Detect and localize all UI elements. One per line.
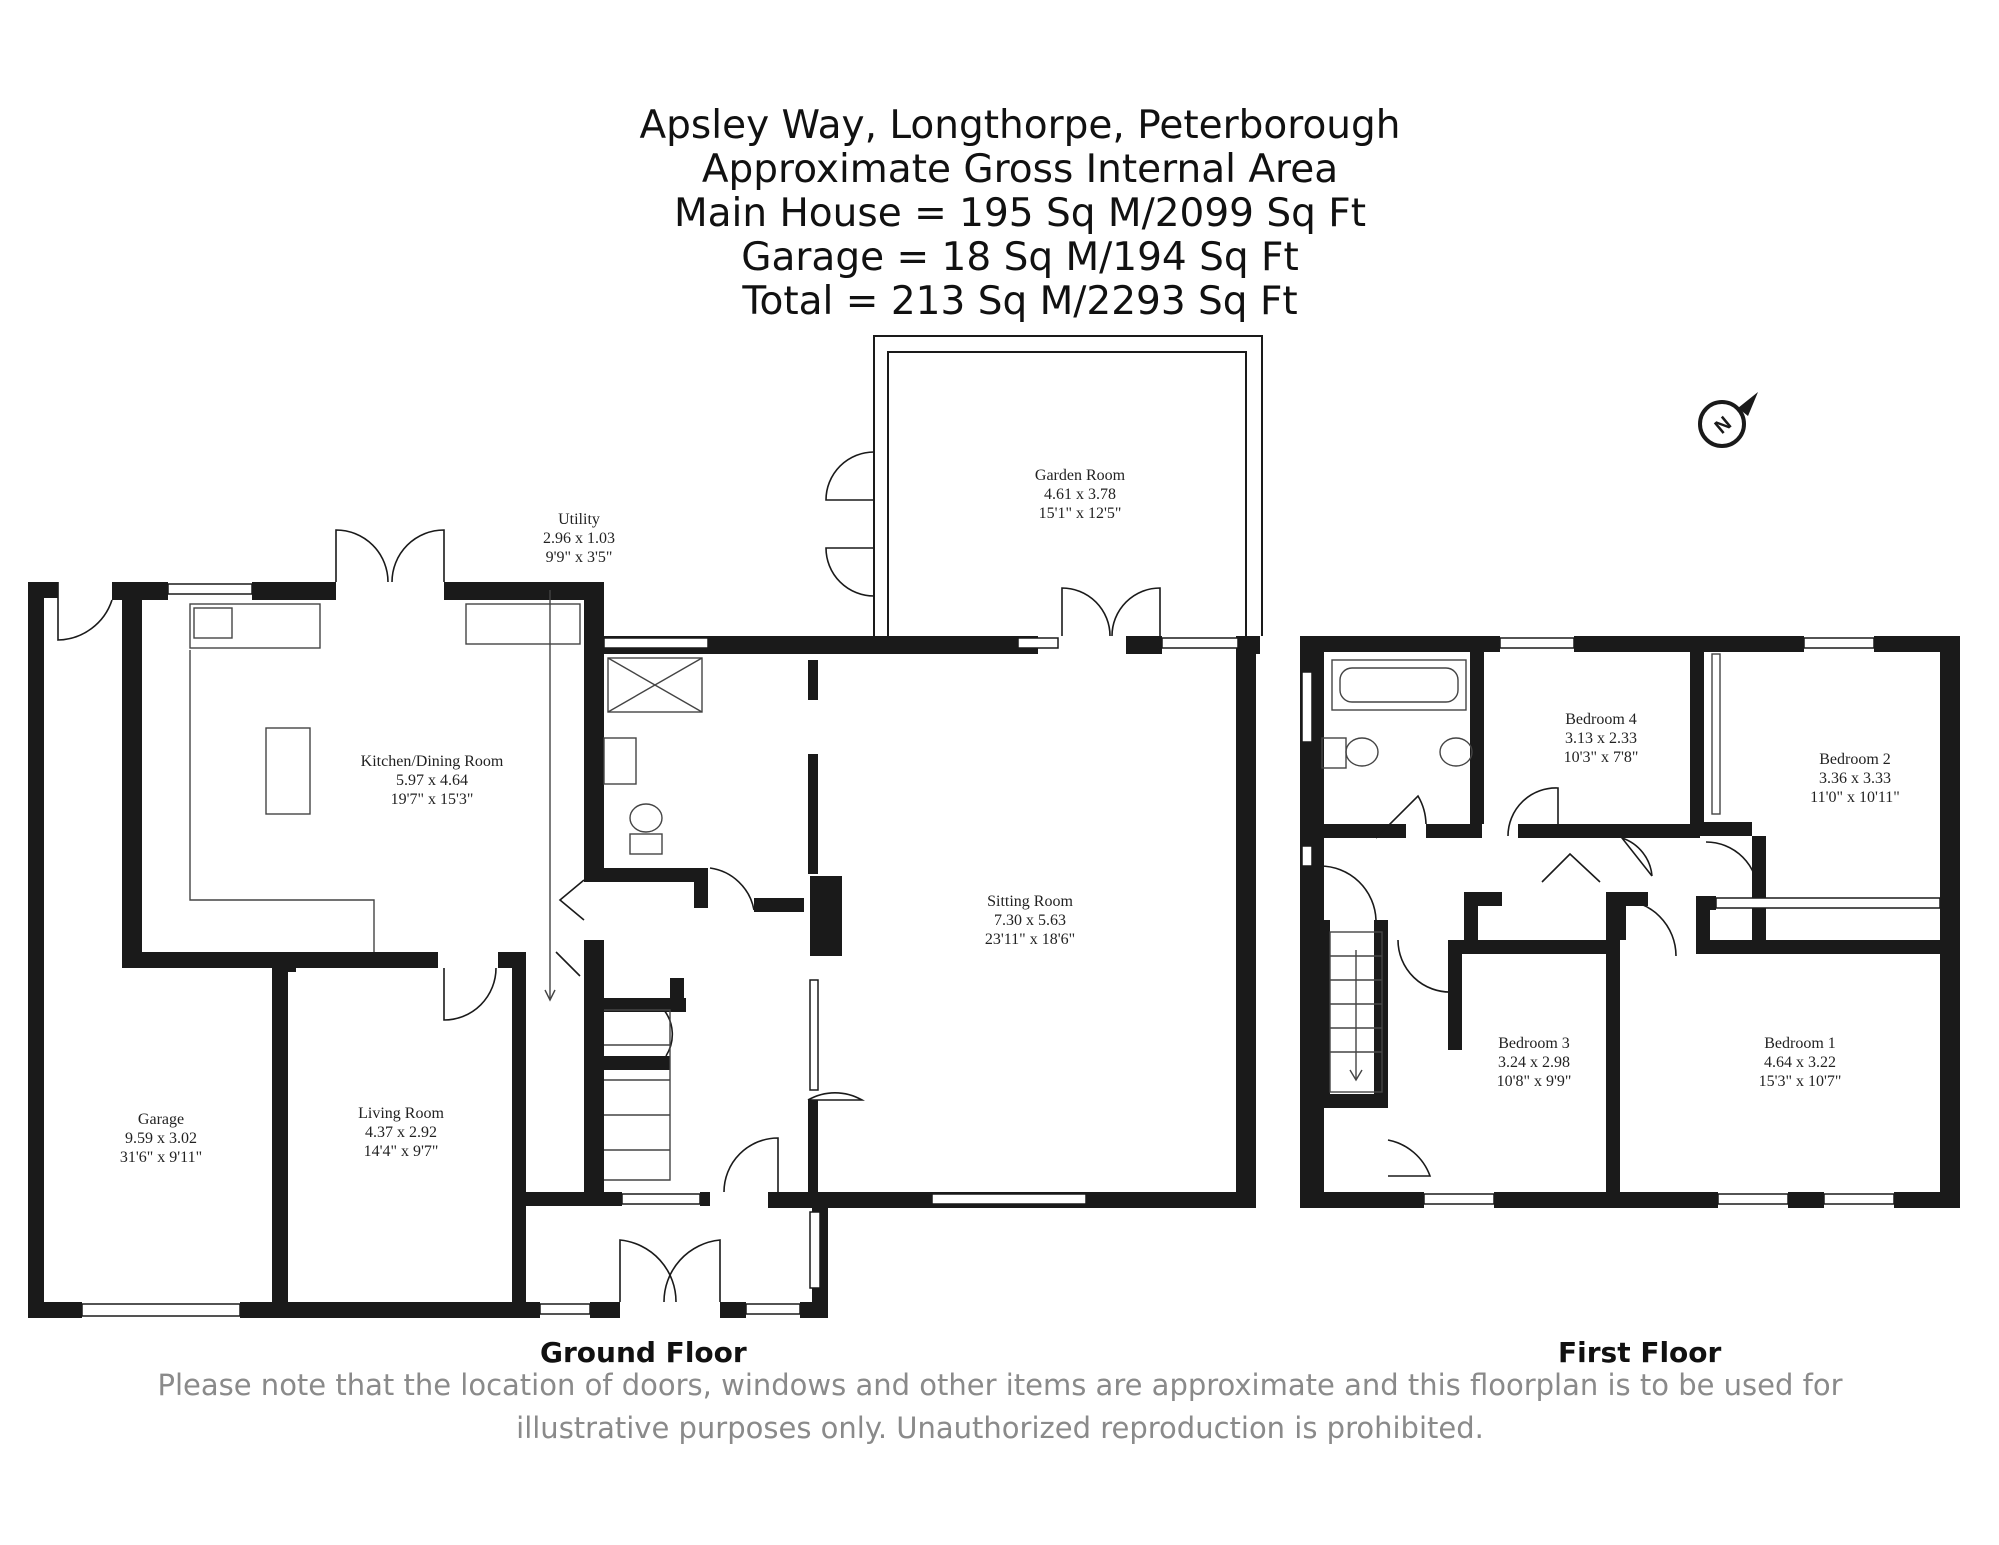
room-metric: 3.24 x 2.98 [1498,1054,1570,1071]
room-metric: 7.30 x 5.63 [994,912,1066,929]
room-metric: 4.37 x 2.92 [365,1124,437,1141]
first-floor-doors [1319,787,1759,1177]
room-name: Living Room [358,1105,444,1122]
room-metric: 5.97 x 4.64 [396,772,468,789]
ground-fixtures [189,590,703,1181]
plan-header: Apsley Way, Longthorpe, Peterborough App… [560,104,1480,324]
total-area: Total = 213 Sq M/2293 Sq Ft [742,279,1298,324]
room-metric: 3.36 x 3.33 [1819,770,1891,787]
room-imperial: 14'4" x 9'7" [363,1143,439,1160]
door-swings [57,451,1161,1303]
room-name: Bedroom 3 [1498,1035,1570,1052]
room-imperial: 10'3" x 7'8" [1563,749,1639,766]
room-imperial: 15'3" x 10'7" [1758,1073,1842,1090]
room-bedroom-2: Bedroom 2 3.36 x 3.33 11'0" x 10'11" [1770,750,1940,807]
room-name: Bedroom 4 [1565,711,1637,728]
room-imperial: 15'1" x 12'5" [1038,505,1122,522]
address-title: Apsley Way, Longthorpe, Peterborough [639,103,1401,148]
room-name: Kitchen/Dining Room [360,753,504,770]
room-name: Bedroom 2 [1819,751,1891,768]
room-metric: 4.64 x 3.22 [1764,1054,1836,1071]
room-imperial: 9'9" x 3'5" [545,549,613,566]
room-sitting-room: Sitting Room 7.30 x 5.63 23'11" x 18'6" [940,892,1120,949]
ground-floor-label: Ground Floor [540,1336,747,1369]
disclaimer-text: Please note that the location of doors, … [157,1368,1843,1445]
room-bedroom-1: Bedroom 1 4.64 x 3.22 15'3" x 10'7" [1720,1034,1880,1091]
room-metric: 9.59 x 3.02 [125,1130,197,1147]
garage-area: Garage = 18 Sq M/194 Sq Ft [741,235,1299,280]
first-floor-fixtures [1321,653,1721,1093]
room-imperial: 31'6" x 9'11" [119,1149,203,1166]
room-living-room: Living Room 4.37 x 2.92 14'4" x 9'7" [336,1104,466,1161]
room-metric: 3.13 x 2.33 [1565,730,1637,747]
room-name: Garage [137,1111,185,1128]
room-garage: Garage 9.59 x 3.02 31'6" x 9'11" [96,1110,226,1167]
room-bedroom-4: Bedroom 4 3.13 x 2.33 10'3" x 7'8" [1526,710,1676,767]
room-name: Bedroom 1 [1764,1035,1836,1052]
room-metric: 2.96 x 1.03 [543,530,615,547]
garden-room-outline [873,335,1263,636]
room-garden-room: Garden Room 4.61 x 3.78 15'1" x 12'5" [990,466,1170,523]
window-marks [81,583,1239,1317]
first-floor-walls [1300,636,1960,1208]
room-imperial: 23'11" x 18'6" [984,931,1076,948]
compass-glyph: N [1698,392,1758,448]
room-imperial: 19'7" x 15'3" [390,791,474,808]
room-imperial: 10'8" x 9'9" [1496,1073,1572,1090]
room-name: Utility [558,511,600,528]
ground-floor-walls [28,582,1260,1318]
room-imperial: 11'0" x 10'11" [1810,789,1900,806]
compass-letter: N [1711,412,1736,438]
room-name: Garden Room [1034,467,1126,484]
first-floor-windows [1301,637,1941,1205]
main-house-area: Main House = 195 Sq M/2099 Sq Ft [673,191,1366,236]
room-utility: Utility 2.96 x 1.03 9'9" x 3'5" [514,510,644,567]
first-floor-label: First Floor [1558,1336,1722,1369]
north-compass-icon: N [1692,388,1762,462]
room-kitchen-dining: Kitchen/Dining Room 5.97 x 4.64 19'7" x … [322,752,542,809]
room-bedroom-3: Bedroom 3 3.24 x 2.98 10'8" x 9'9" [1464,1034,1604,1091]
room-name: Sitting Room [987,893,1073,910]
room-metric: 4.61 x 3.78 [1044,486,1116,503]
area-subtitle: Approximate Gross Internal Area [701,147,1339,192]
